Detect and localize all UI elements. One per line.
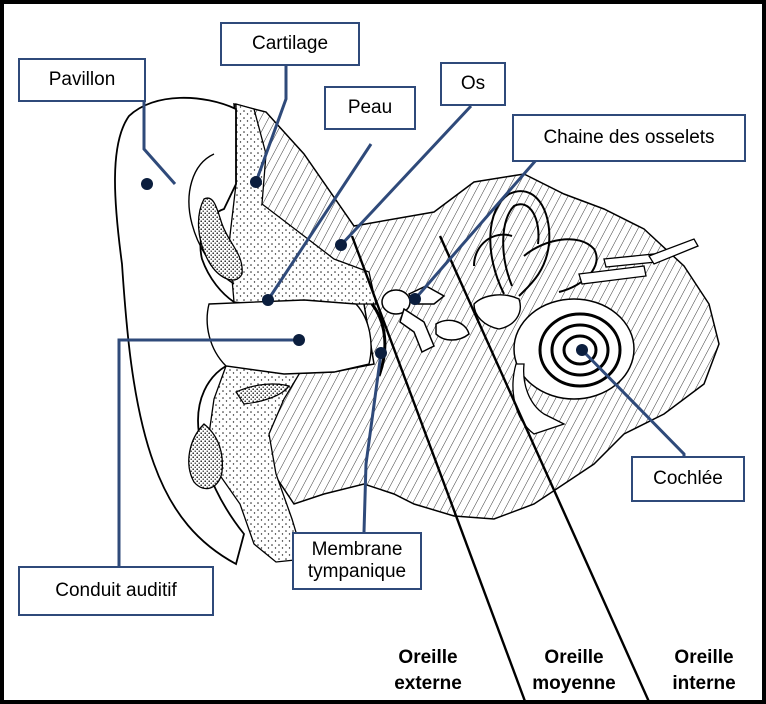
oreille-moyenne-label: Oreille moyenne [520,645,628,696]
interne-line1: Oreille [654,645,754,671]
oreille-externe-label: Oreille externe [376,645,480,696]
os-label: Os [440,62,506,106]
externe-line1: Oreille [376,645,480,671]
cartilage-label: Cartilage [220,22,360,66]
conduit-auditif-label: Conduit auditif [18,566,214,616]
chaine-des-osselets-label: Chaine des osselets [512,114,746,162]
membrane-tympanique-label: Membrane tympanique [292,532,422,590]
moyenne-line1: Oreille [520,645,628,671]
cochlee-label: Cochlée [631,456,745,502]
moyenne-line2: moyenne [520,671,628,697]
pavillon-label: Pavillon [18,58,146,102]
oreille-interne-label: Oreille interne [654,645,754,696]
peau-label: Peau [324,86,416,130]
ear-canal [207,300,371,374]
externe-line2: externe [376,671,480,697]
membrane-label-line2: tympanique [308,561,406,583]
interne-line2: interne [654,671,754,697]
membrane-label-line1: Membrane [312,539,403,561]
